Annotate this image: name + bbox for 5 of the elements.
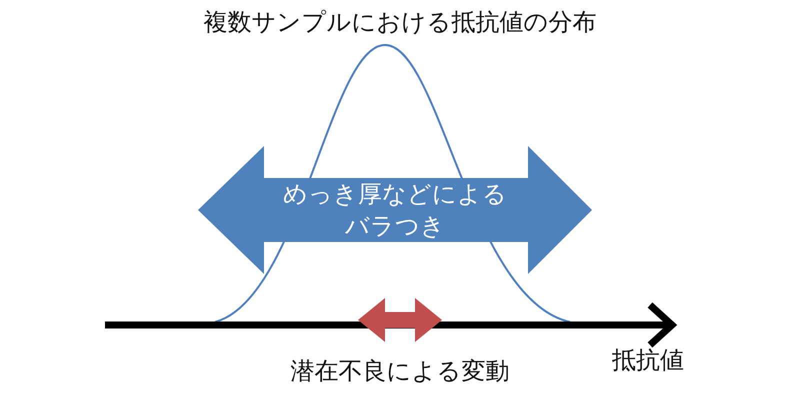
diagram-title: 複数サンプルにおける抵抗値の分布 (202, 8, 598, 37)
double-arrow-shape (198, 146, 592, 274)
axis-label: 抵抗値 (612, 346, 684, 375)
variation-label: 潜在不良による変動 (290, 357, 510, 386)
arrow-label: めっき厚などによるバラつき (282, 179, 508, 242)
